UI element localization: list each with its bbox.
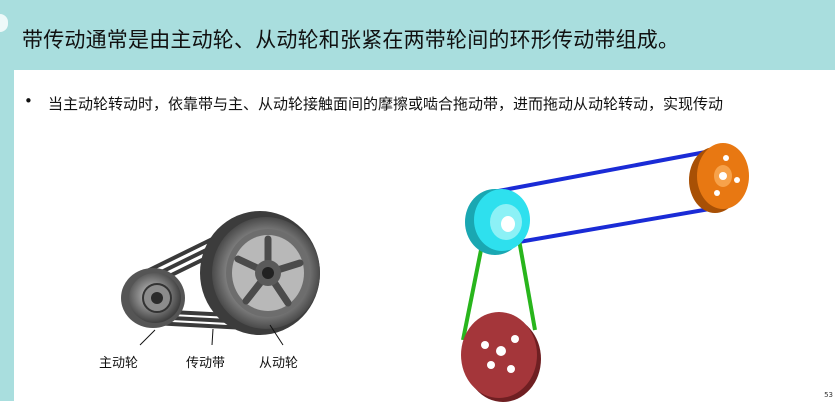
title-bar: 带传动通常是由主动轮、从动轮和张紧在两带轮间的环形传动带组成。 <box>14 0 835 70</box>
label-belt: 传动带 <box>186 356 226 371</box>
bullet-paragraph: • 当主动轮转动时，依靠带与主、从动轮接触面间的摩擦或啮合拖动带，进而拖动从动轮… <box>14 92 835 118</box>
pulley-3d-illustration <box>461 143 749 402</box>
orange-pulley <box>689 143 749 213</box>
bullet-marker: • <box>24 92 33 110</box>
red-pulley <box>461 312 541 402</box>
label-driving-pulley: 主动轮 <box>99 356 139 371</box>
left-edge-notch <box>0 14 8 32</box>
page-number: 53 <box>824 391 833 399</box>
pulley-3d-model <box>455 140 765 402</box>
belt-drive-illustration <box>121 211 320 346</box>
driving-pulley <box>121 268 185 328</box>
label-driven-pulley: 从动轮 <box>259 356 299 371</box>
left-edge-strip <box>0 0 14 401</box>
driven-pulley <box>200 211 320 335</box>
blue-belt <box>492 146 728 245</box>
cyan-pulley <box>465 189 530 255</box>
bullet-text: 当主动轮转动时，依靠带与主、从动轮接触面间的摩擦或啮合拖动带，进而拖动从动轮转动… <box>48 95 724 113</box>
slide-title: 带传动通常是由主动轮、从动轮和张紧在两带轮间的环形传动带组成。 <box>22 28 680 52</box>
belt-drive-photo: 主动轮 传动带 从动轮 <box>95 205 325 375</box>
